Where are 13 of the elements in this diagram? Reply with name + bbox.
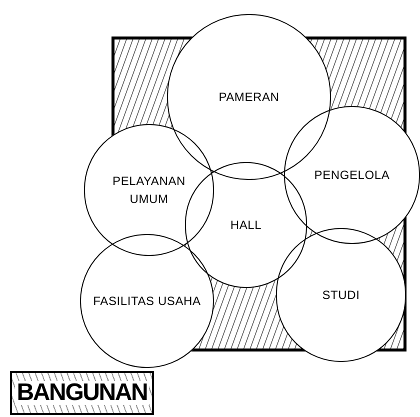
title-box [10,371,154,415]
circle-zone [276,228,406,362]
circle-zone [84,124,214,256]
zone-label: FASILITAS USAHA [93,293,201,310]
zone-label: STUDI [322,287,360,304]
circle-zone [185,162,307,288]
zone-label: PELAYANAN UMUM [112,173,186,208]
zone-label: HALL [230,217,262,234]
title-text: BANGUNAN [14,381,150,405]
circle-zone [80,234,214,368]
zone-label: PENGELOLA [314,167,390,184]
zone-label: PAMERAN [218,89,280,106]
circle-zone [284,106,420,244]
